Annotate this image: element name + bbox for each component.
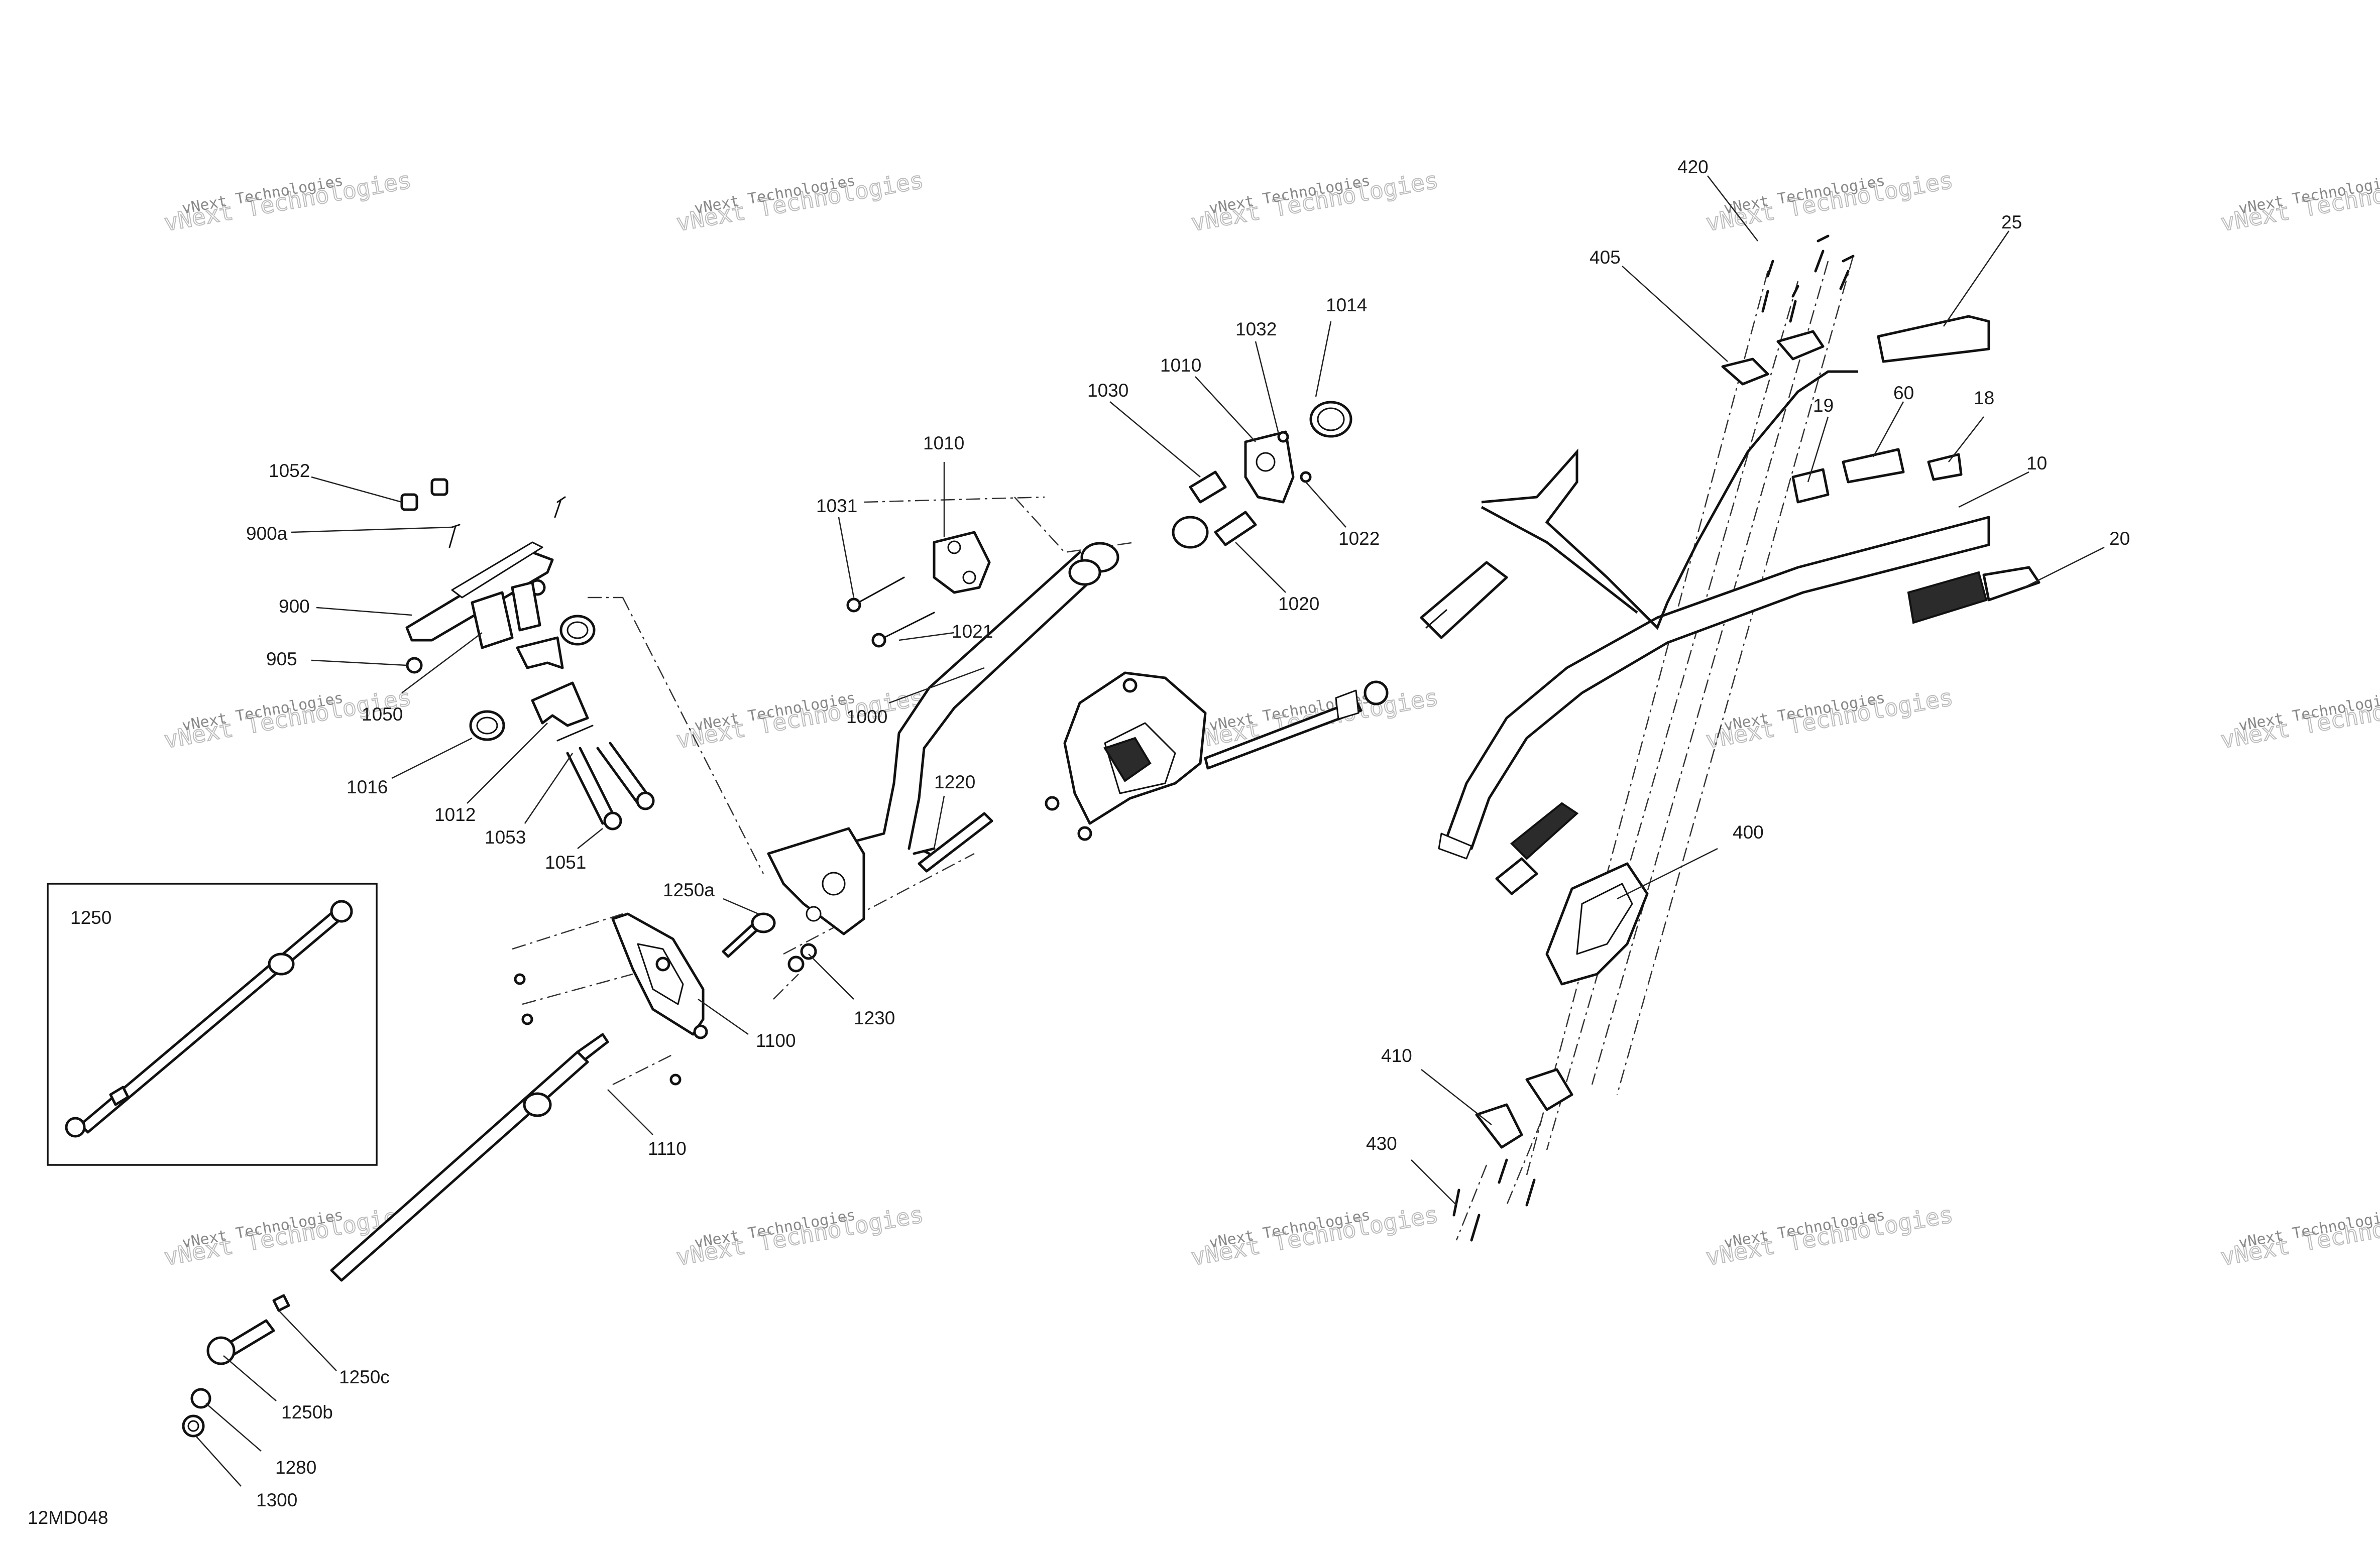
callout-1300: 1300 [256, 1490, 297, 1510]
callout-1016: 1016 [347, 777, 388, 797]
watermark: vNext Technologies vNext Technologies [1704, 683, 1956, 754]
callout-18: 18 [1974, 388, 1994, 408]
callout-10: 10 [2026, 453, 2047, 473]
seal-1016-upper [559, 615, 596, 646]
callout-430: 430 [1366, 1133, 1397, 1154]
callout-1053: 1053 [485, 827, 526, 848]
clamp-410 [1475, 1068, 1573, 1149]
bolt-1220 [913, 812, 993, 873]
callout-1230: 1230 [854, 1008, 895, 1028]
bushing-1050 [471, 581, 564, 669]
washer-1280 [190, 1388, 211, 1409]
watermark: vNext Technologies vNext Technologies [2218, 166, 2380, 237]
bushing-1012 [531, 681, 594, 742]
spacer-1020 [1172, 511, 1257, 549]
clamp-405 [1721, 330, 1825, 386]
callout-900: 900 [279, 596, 310, 617]
callout-1250c: 1250c [339, 1367, 390, 1387]
callout-1280: 1280 [275, 1457, 316, 1478]
nut-1300 [182, 1414, 205, 1438]
callout-1021: 1021 [952, 621, 993, 642]
steering-clamp-1010-center [933, 531, 991, 594]
bolts-1052 [400, 478, 566, 548]
callout-1031: 1031 [816, 496, 857, 516]
tie-rod-1110 [330, 1033, 609, 1282]
throttle-housing [1420, 561, 1508, 639]
leader-lines [195, 175, 2105, 1487]
bolts-1051 [566, 742, 655, 830]
steering-clamp-1010-upper [1244, 430, 1312, 504]
callout-1051: 1051 [545, 852, 586, 873]
bolts-1031-1021 [846, 576, 935, 648]
callout-400: 400 [1733, 822, 1764, 843]
steering-column-1000 [767, 542, 1119, 935]
callout-1050: 1050 [362, 704, 403, 725]
screws-1100 [514, 973, 682, 1086]
callout-20: 20 [2109, 528, 2130, 549]
callout-1250a: 1250a [663, 880, 715, 900]
watermark: vNext Technologies vNext Technologies [1189, 166, 1441, 237]
callout-labels: 420 405 25 19 60 18 10 20 1014 1032 1010… [246, 157, 2130, 1510]
spacer-1030 [1189, 470, 1227, 504]
callout-1010-center: 1010 [923, 433, 964, 453]
washer-1230 [787, 943, 817, 973]
watermark: vNext Technologies vNext Technologies [1704, 166, 1956, 237]
sleeve-19 [1791, 468, 1830, 504]
upper-bracket-900 [405, 541, 554, 674]
watermark: vNext Technologies vNext Technologies [674, 1200, 926, 1271]
tie-rod-end-1250b [206, 1319, 275, 1365]
watermark: vNext Technologies vNext Technologies [1704, 1200, 1956, 1271]
callout-905: 905 [266, 649, 297, 669]
callout-420: 420 [1677, 157, 1709, 177]
inset-frame [47, 883, 378, 1166]
callout-1250b: 1250b [281, 1402, 333, 1422]
callout-1052: 1052 [269, 460, 310, 481]
callout-1032: 1032 [1235, 319, 1277, 339]
tie-rod-end-1250a [722, 912, 776, 958]
callout-1100: 1100 [756, 1030, 796, 1051]
callout-410: 410 [1381, 1045, 1412, 1066]
inset-label: 1250 [70, 907, 111, 928]
callout-19: 19 [1813, 395, 1834, 416]
callout-60: 60 [1893, 383, 1914, 403]
watermark: vNext Technologies vNext Technologies [2218, 683, 2380, 754]
watermark: vNext Technologies vNext Technologies [162, 166, 414, 237]
callout-1012: 1012 [434, 804, 476, 825]
callout-1110: 1110 [648, 1138, 687, 1159]
callout-1030: 1030 [1087, 380, 1128, 401]
watermark: vNext Technologies vNext Technologies [2218, 1200, 2380, 1271]
watermark: vNext Technologies vNext Technologies [674, 166, 926, 237]
steering-gear-housing [1045, 671, 1389, 841]
callout-1014: 1014 [1326, 295, 1367, 315]
grip-cover-25 [1877, 315, 1990, 363]
diagram-reference-code: 12MD048 [28, 1507, 108, 1528]
handlebar-10 [1438, 516, 1990, 895]
callout-1220: 1220 [934, 772, 975, 792]
callout-405: 405 [1590, 247, 1621, 268]
bolts-430 [1452, 1158, 1536, 1242]
callout-25: 25 [2001, 212, 2022, 232]
callout-1010-upper: 1010 [1160, 355, 1201, 376]
nut-1250c [272, 1294, 290, 1312]
callout-1020: 1020 [1278, 594, 1319, 614]
seal-1016-lower [469, 710, 505, 741]
watermark: vNext Technologies vNext Technologies [674, 683, 926, 754]
wire-harness [1481, 370, 1858, 630]
clip-18 [1927, 453, 1963, 481]
callout-1022: 1022 [1338, 528, 1380, 549]
callout-900a: 900a [246, 523, 288, 544]
sleeve-60 [1842, 448, 1905, 484]
callout-1000: 1000 [846, 706, 887, 727]
inset-tie-rod-assembly: 1250 [47, 883, 378, 1166]
grip-20 [1907, 566, 2041, 624]
riser-400 [1545, 862, 1649, 986]
seal-1014 [1309, 401, 1352, 438]
watermark: vNext Technologies vNext Technologies [1189, 1200, 1441, 1271]
bracket-1100 [611, 912, 708, 1039]
bolts-420 [1761, 234, 1855, 323]
